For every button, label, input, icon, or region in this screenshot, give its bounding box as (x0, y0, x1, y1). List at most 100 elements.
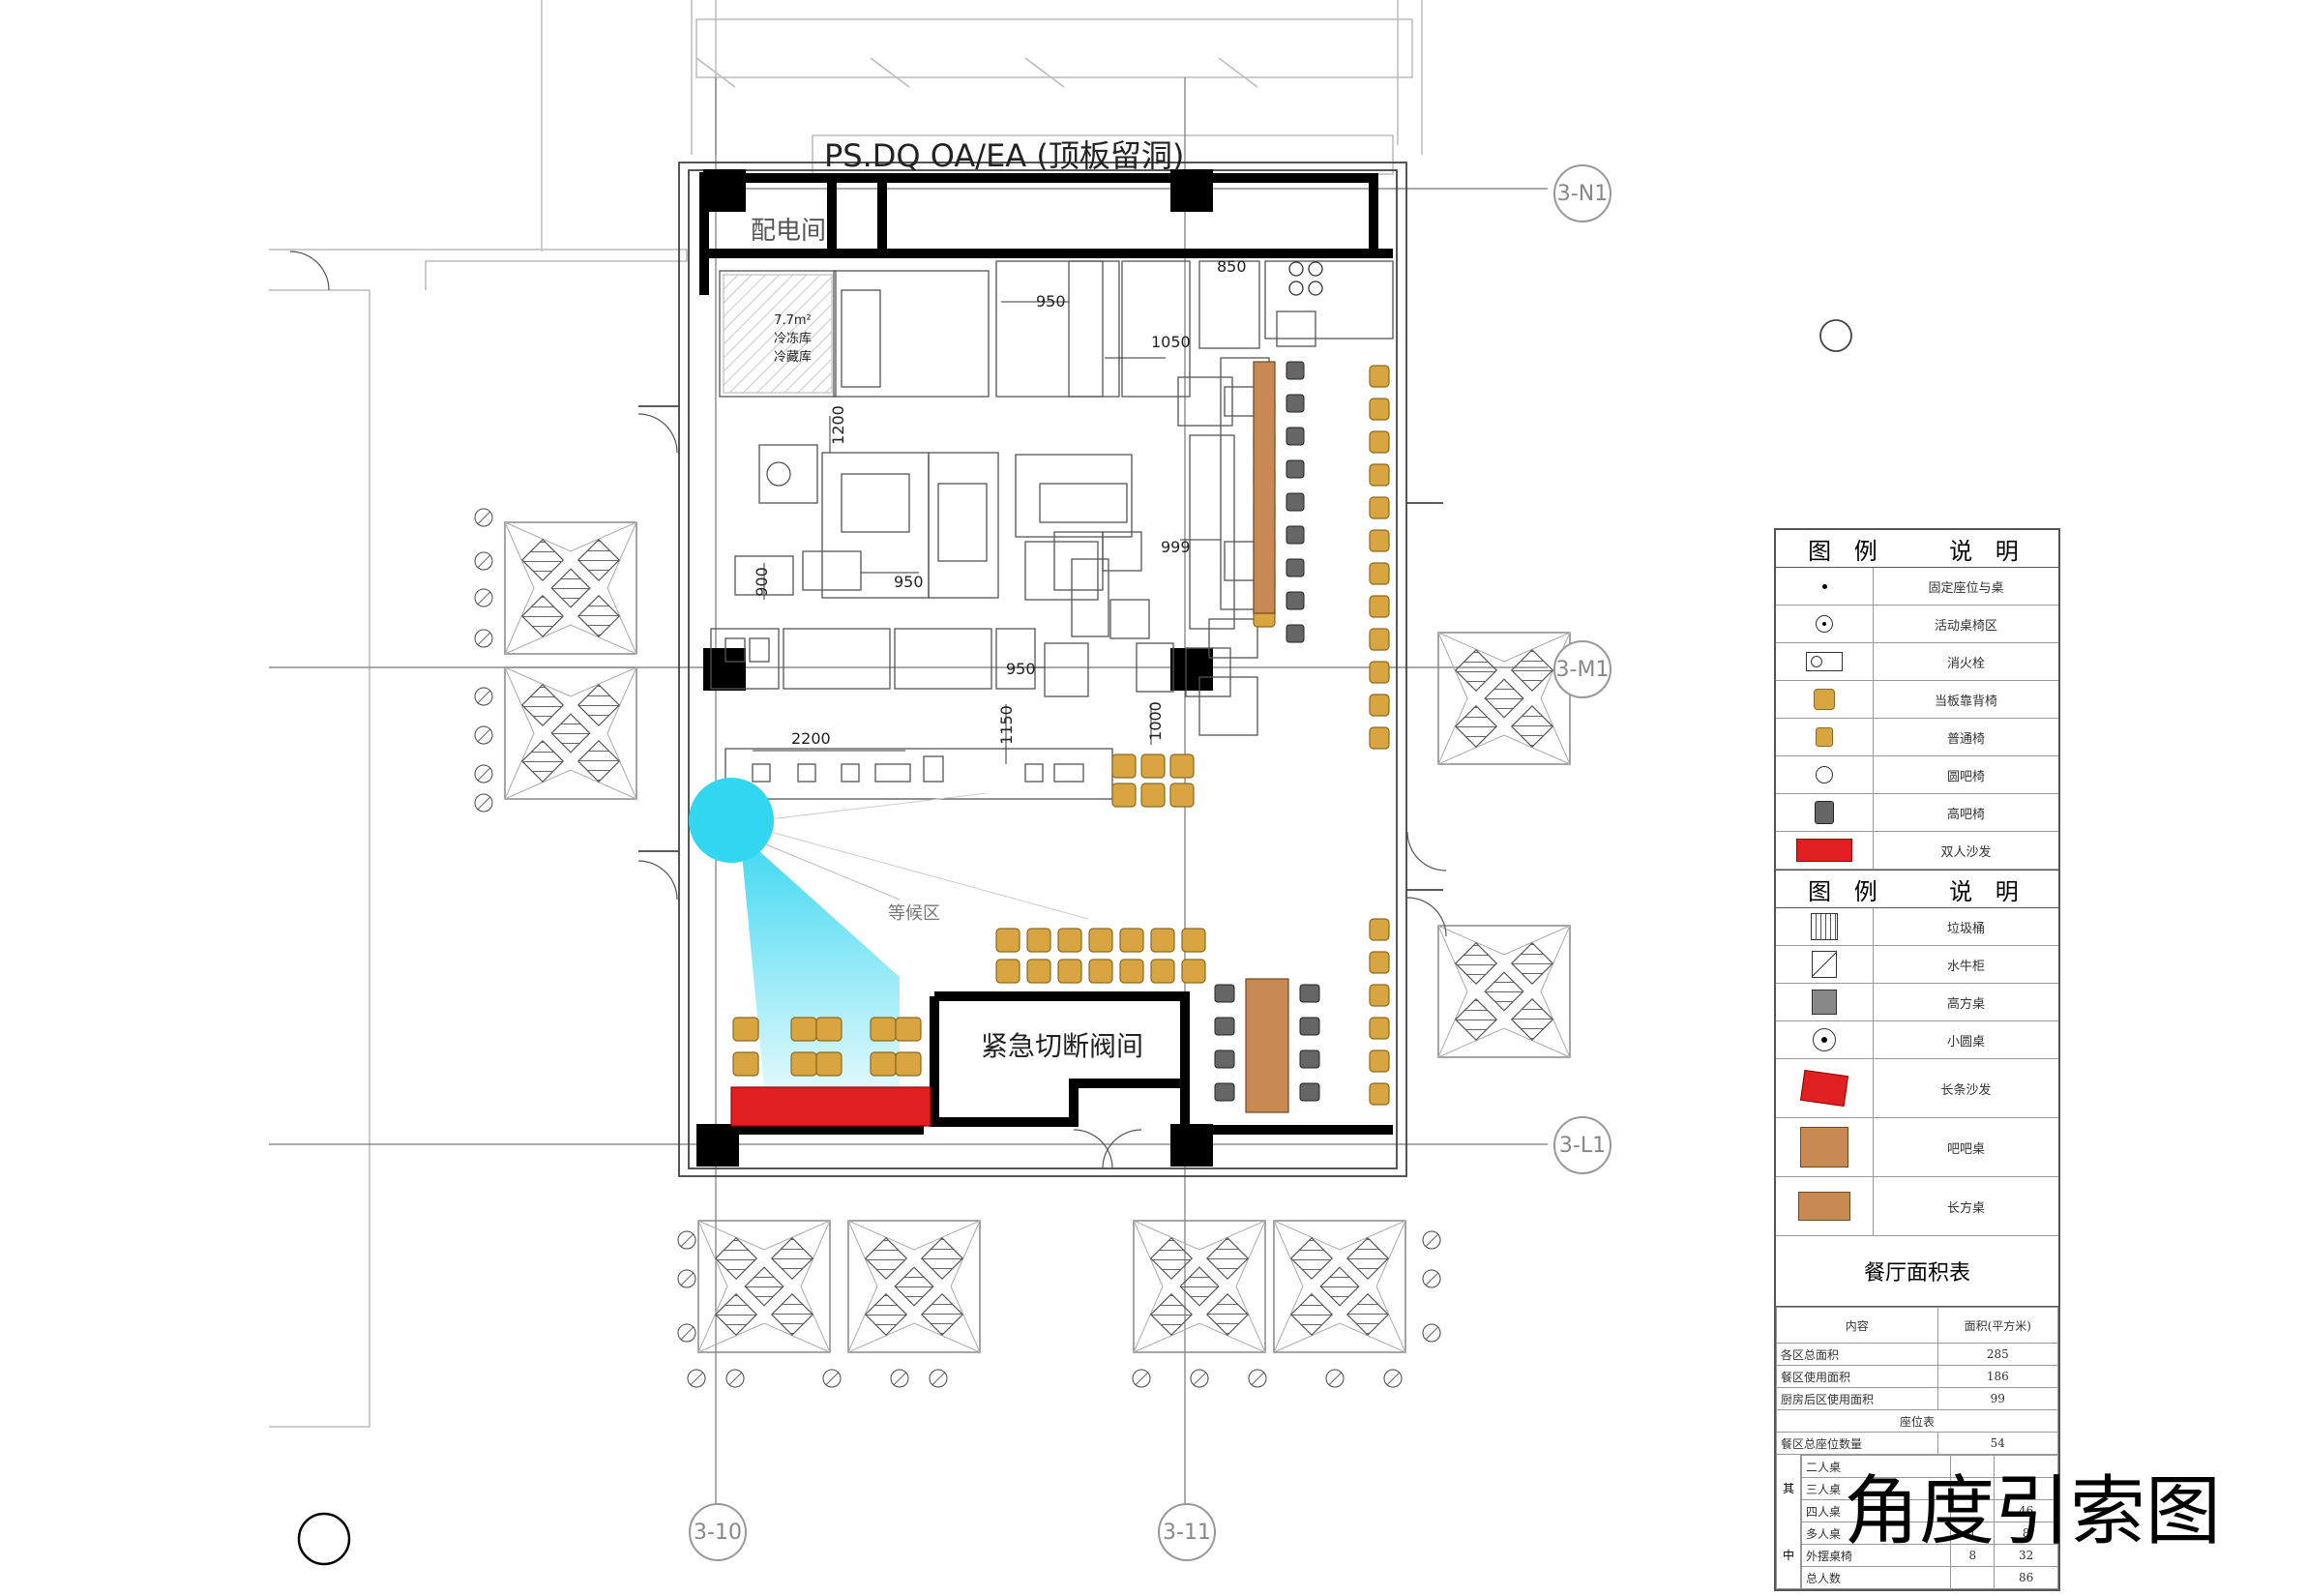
building-outline (638, 162, 1443, 1177)
dim-2200: 2200 (791, 729, 831, 748)
legend-row: 双人沙发 (1776, 832, 2058, 870)
bar-stool-icon (1816, 766, 1833, 783)
legend-text: 固定座位与桌 (1928, 580, 2004, 596)
legend-row: 小圆桌 (1776, 1021, 2058, 1059)
grid-bubble-3-11: 3-11 (1158, 1503, 1216, 1561)
grid-bubble-3-m1: 3-M1 (1553, 640, 1611, 698)
legend-text: 双人沙发 (1940, 844, 1992, 860)
area-row-value: 186 (1936, 1365, 2059, 1388)
legend-text: 长方桌 (1946, 1200, 1985, 1216)
area-header-area: 面积(平方米) (1936, 1307, 2059, 1344)
seat-row-value: 46 (1994, 1499, 2058, 1522)
legend-text: 圆吧椅 (1946, 769, 1985, 784)
dim-950: 950 (1036, 292, 1066, 310)
dim-1000: 1000 (1145, 701, 1165, 741)
seat-row-name: 总人数 (1800, 1566, 1952, 1589)
dim-900: 900 (752, 567, 771, 597)
seat-total-name: 餐区总座位数量 (1776, 1432, 1938, 1455)
high-stool-icon (1815, 801, 1834, 824)
dim-950b: 950 (894, 573, 924, 591)
grid-bubble-3-n1: 3-N1 (1553, 164, 1611, 222)
area-row-name: 各区总面积 (1776, 1343, 1938, 1366)
legend-row: 圆吧椅 (1776, 756, 2058, 794)
legend-header-col2: 说 明 (1949, 877, 2026, 905)
dim-999: 999 (1161, 538, 1191, 556)
circle-dot-icon (1816, 615, 1833, 633)
round-table-icon (1813, 1028, 1836, 1051)
legend-text: 高吧椅 (1946, 807, 1985, 822)
legend-row: 固定座位与桌 (1776, 568, 2058, 606)
water-cabinet-icon (1812, 951, 1837, 978)
seat-row-count: 1 (1950, 1522, 1996, 1545)
seat-row-count (1950, 1455, 1996, 1478)
dot-icon (1821, 583, 1827, 589)
storage-label: 7.7m² 冷冻库 冷藏库 (774, 313, 813, 365)
fire-hydrant-icon (1806, 652, 1843, 671)
legend-text: 当板靠背椅 (1934, 694, 1997, 709)
seat-group-label-1: 其 (1782, 1482, 1794, 1495)
dining-tables (1245, 361, 1289, 1113)
kitchen-equipment (710, 260, 1394, 800)
legend-text: 长条沙发 (1940, 1082, 1992, 1098)
area-row-name: 餐区使用面积 (1776, 1365, 1938, 1388)
dim-850: 850 (1217, 257, 1247, 276)
seat-total-value: 54 (1936, 1432, 2059, 1455)
bar-stools (1214, 361, 1320, 1102)
legend-text: 小圆桌 (1946, 1034, 1985, 1049)
top-label: PS.DQ OA/EA (顶板留洞) (824, 137, 1185, 174)
view-camera (689, 778, 1089, 1088)
legend-row: 高吧椅 (1776, 794, 2058, 832)
doors (289, 251, 1447, 1169)
emergency-room-label: 紧急切断阀间 (981, 1030, 1144, 1062)
dim-1050: 1050 (1151, 333, 1191, 351)
bar-table-icon (1800, 1127, 1848, 1167)
seat-row-value: 8 (1994, 1522, 2058, 1545)
north-marker-circle (297, 1512, 351, 1566)
legend-header-2: 图 例 说 明 (1776, 870, 2058, 908)
backrest-chair-icon (1814, 689, 1835, 710)
legend-header-1: 图 例 说 明 (1776, 530, 2058, 568)
legend-row: 吧吧桌 (1776, 1118, 2058, 1177)
site-lines (269, 0, 1423, 1428)
legend-row: 高方桌 (1776, 984, 2058, 1021)
long-table-icon (1798, 1192, 1850, 1221)
waiting-zone-label: 等候区 (888, 903, 940, 924)
square-table-icon (1812, 990, 1837, 1015)
legend-text: 吧吧桌 (1946, 1141, 1985, 1157)
legend-header-col1: 图 例 (1808, 877, 1885, 905)
legend-header-col2: 说 明 (1949, 537, 2026, 565)
long-sofa-icon (1799, 1069, 1849, 1108)
legend-row: 当板靠背椅 (1776, 681, 2058, 719)
dim-1150: 1150 (996, 705, 1016, 745)
area-header-content: 内容 (1776, 1307, 1938, 1344)
area-row-value: 99 (1936, 1387, 2059, 1410)
trash-icon (1811, 913, 1838, 940)
seat-row-value: 86 (1994, 1566, 2058, 1589)
grid-marker-circle (1819, 319, 1852, 352)
red-sofa (730, 1086, 931, 1127)
legend-row: 垃圾桶 (1776, 908, 2058, 946)
legend-row: 活动桌椅区 (1776, 606, 2058, 643)
electrical-room-label: 配电间 (751, 217, 827, 246)
legend-text: 普通椅 (1946, 731, 1985, 747)
legend-header-col1: 图 例 (1808, 537, 1885, 565)
dimension-lines (753, 301, 1221, 764)
dim-950c: 950 (1006, 660, 1036, 678)
legend-row: 长条沙发 (1776, 1059, 2058, 1118)
seat-table-title: 座位表 (1776, 1409, 2058, 1433)
legend-text: 水牛柜 (1946, 959, 1985, 974)
legend-row: 消火栓 (1776, 643, 2058, 681)
area-row-name: 厨房后区使用面积 (1776, 1387, 1938, 1410)
grid-bubble-3-l1: 3-L1 (1553, 1116, 1611, 1174)
legend-text: 活动桌椅区 (1934, 618, 1997, 634)
seat-row-count (1950, 1566, 1996, 1589)
view-index-title: 角度引索图 (1844, 1468, 2222, 1555)
legend-row: 水牛柜 (1776, 946, 2058, 984)
seat-row-value (1994, 1477, 2058, 1500)
seat-row-count (1950, 1477, 1996, 1500)
columns (696, 169, 1213, 1167)
legend-row: 普通椅 (1776, 719, 2058, 756)
